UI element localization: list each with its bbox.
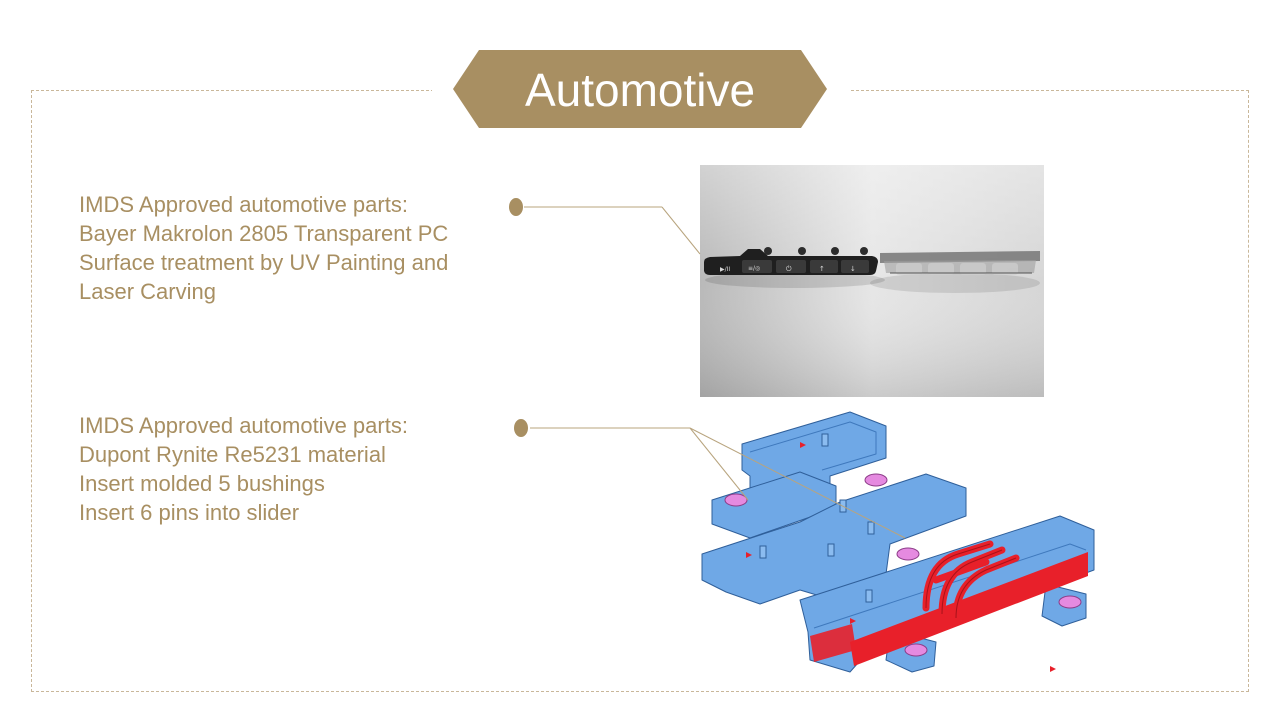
description-block-1: IMDS Approved automotive parts: Bayer Ma… [79, 190, 448, 306]
description-line: Laser Carving [79, 279, 216, 304]
svg-text:▶/II: ▶/II [720, 266, 730, 273]
svg-text:↓: ↓ [850, 265, 856, 273]
description-line: Bayer Makrolon 2805 Transparent PC [79, 221, 449, 246]
slide-title: Automotive [524, 64, 756, 116]
title-banner: Automotive [453, 50, 827, 128]
description-line: Insert molded 5 bushings [79, 471, 325, 496]
svg-text:⏻: ⏻ [786, 265, 792, 273]
description-line: IMDS Approved automotive parts: [79, 413, 408, 438]
description-block-2: IMDS Approved automotive parts: Dupont R… [79, 411, 408, 527]
insert-molded-housing-cad [701, 411, 1095, 673]
banner-shape [453, 50, 827, 128]
svg-text:≡/◎: ≡/◎ [748, 265, 760, 272]
description-line: Insert 6 pins into slider [79, 500, 300, 525]
svg-text:↑: ↑ [819, 265, 825, 273]
description-line: Dupont Rynite Re5231 material [79, 442, 386, 467]
pointer-dot-2 [514, 419, 528, 437]
description-line: IMDS Approved automotive parts: [79, 192, 408, 217]
description-line: Surface treatment by UV Painting and [79, 250, 449, 275]
pointer-dot-1 [509, 198, 523, 216]
keypad-button-strip-photo: ▶/II ≡/◎ ⏻ ↑ ↓ [700, 165, 1044, 397]
